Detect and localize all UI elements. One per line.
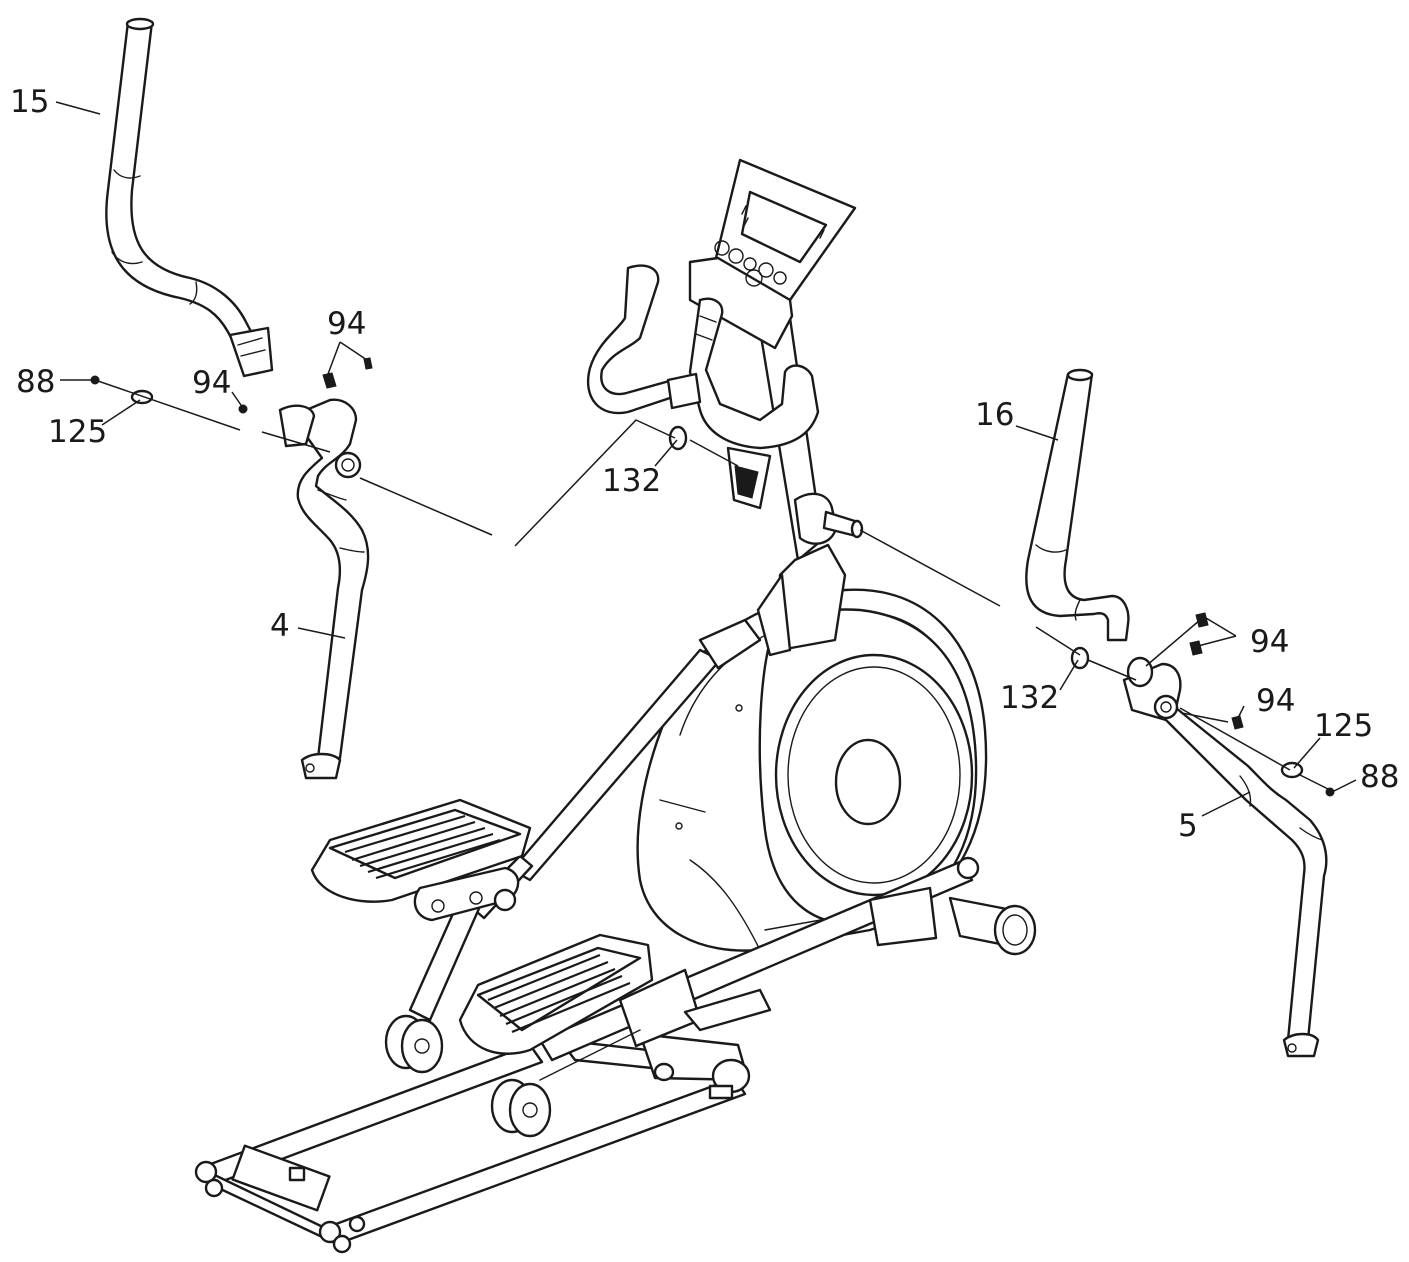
- callout-16: 16: [975, 397, 1014, 433]
- callout-94-right: 94: [1256, 683, 1295, 719]
- console: [688, 158, 857, 350]
- callout-132-left: 132: [602, 463, 661, 499]
- callout-88-left: 88: [16, 364, 55, 400]
- rear-stabilizer: [558, 1032, 751, 1100]
- right-hardware: [1070, 612, 1335, 797]
- left-upper-arm-15: [105, 17, 274, 378]
- bottle-holder: [726, 446, 772, 510]
- right-upper-arm-16: [1025, 368, 1130, 642]
- left-pedal: [310, 798, 532, 922]
- callout-labels: 15 94 88 94 125 132 4 16 94 132 94 125 8…: [10, 84, 1399, 844]
- callout-94-left: 94: [192, 365, 231, 401]
- callout-88-right: 88: [1360, 759, 1399, 795]
- flywheel-housing: [636, 588, 988, 952]
- leader-lines: [55, 101, 1357, 817]
- callout-132-right: 132: [1000, 680, 1059, 716]
- left-lower-arm-4: [278, 398, 370, 780]
- assembly-axis-lines: [97, 380, 1331, 791]
- base-rails: [194, 1043, 747, 1254]
- right-pedal: [458, 933, 654, 1055]
- callout-125-left: 125: [48, 414, 107, 450]
- callout-125-right: 125: [1314, 708, 1373, 744]
- right-lower-arm-5: [1122, 656, 1328, 1058]
- callout-94-upper-left: 94: [327, 306, 366, 342]
- callout-94-upper-right: 94: [1250, 624, 1289, 660]
- elliptical-machine: [194, 158, 1037, 1254]
- static-handlebar: [586, 264, 820, 450]
- callout-4: 4: [270, 608, 290, 644]
- callout-15: 15: [10, 84, 49, 120]
- callout-5: 5: [1178, 808, 1198, 844]
- lower-frame: [539, 968, 772, 1081]
- front-rollers: [384, 1014, 552, 1138]
